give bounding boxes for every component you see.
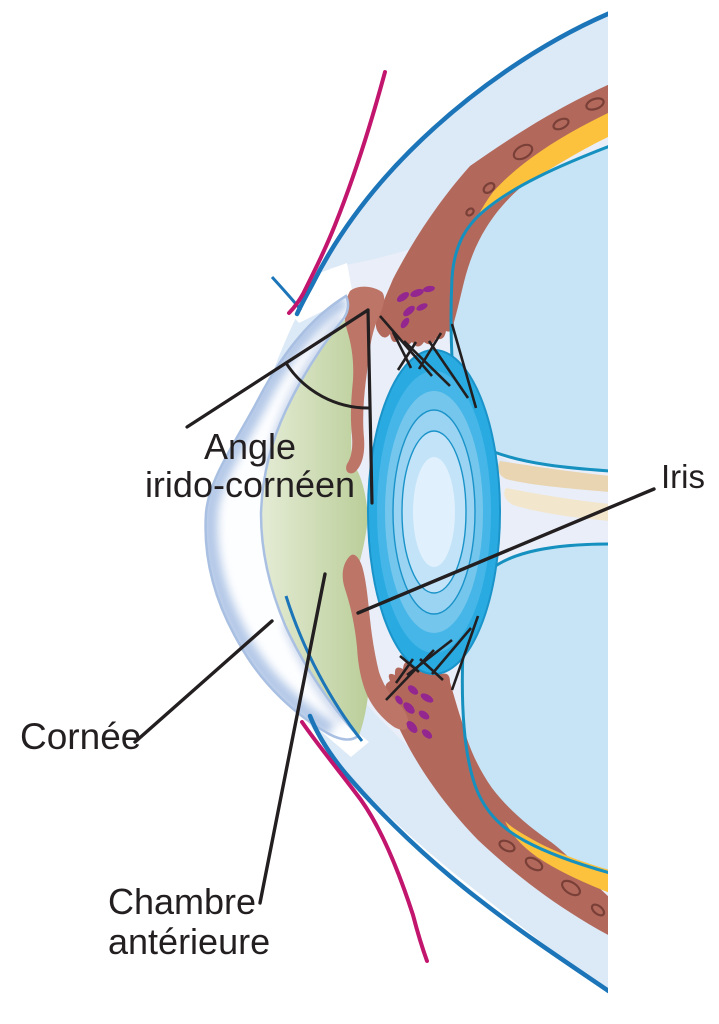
angle-label-line1: Angle	[203, 426, 297, 467]
conjunctiva-line-bottom	[300, 720, 429, 963]
ciliary-muscle-dot	[395, 695, 403, 705]
vitreous-upper-outline	[449, 145, 608, 473]
zonule-fiber-group	[379, 315, 480, 701]
zonule-fiber	[391, 331, 413, 369]
iris-upper-shape	[344, 286, 385, 474]
angle-irido-corneen-label: Angle irido-cornéen	[95, 426, 405, 506]
vitreous-lower-outline	[460, 542, 608, 874]
iris-label: Iris	[661, 458, 705, 495]
choroid-vessel	[560, 879, 582, 897]
choroid-vessel	[585, 97, 605, 111]
angle-arc	[284, 362, 371, 410]
clipped-diagram	[204, 11, 608, 994]
cornea-label: Cornée	[20, 716, 142, 757]
zonule-fiber	[431, 627, 472, 675]
cornea-leader-line	[133, 619, 274, 744]
ciliary-muscle-dot	[420, 693, 434, 703]
ciliary-muscle-dot	[421, 729, 433, 739]
choroid-vessel	[552, 117, 570, 131]
lens-shape	[367, 349, 501, 675]
choroid-vessel	[498, 839, 516, 853]
ciliary-muscle-dot	[406, 721, 418, 733]
anterior-chamber-label: Chambre antérieure	[108, 882, 270, 961]
chamber-label-line1: Chambre	[108, 881, 257, 922]
ciliary-muscle-dot	[403, 305, 415, 317]
ciliary-muscle-dot	[407, 685, 419, 695]
zonule-fiber	[419, 658, 444, 681]
zonule-fiber	[417, 332, 443, 370]
choroid-vessel	[590, 903, 606, 917]
zonule-fiber	[427, 340, 470, 399]
choroid-vessel	[512, 143, 534, 161]
conjunctiva-line-top	[287, 70, 387, 315]
ciliary-muscle-dot	[418, 710, 430, 720]
ciliary-muscle-dot-group	[395, 285, 435, 739]
hyaloid-tan-band-1	[498, 461, 608, 492]
scleral-lip-bottom-line	[284, 595, 364, 742]
vitreous-upper-shape	[451, 146, 608, 471]
cornea-outline	[204, 294, 360, 741]
ciliary-muscle-dot	[400, 317, 410, 329]
zonule-fiber	[385, 649, 435, 701]
ciliary-muscle-dot	[403, 702, 415, 714]
choroid-vessel	[524, 856, 544, 872]
choroid-vessel	[465, 207, 475, 217]
ciliary-muscle-dot	[423, 285, 435, 293]
sclera-outline-bottom	[307, 713, 608, 994]
limbus-wedge-top	[270, 263, 353, 323]
angle-ray-cornea	[185, 308, 370, 429]
zonule-fiber	[450, 323, 478, 409]
angle-ray-iris	[366, 308, 374, 505]
sclera-outline-top	[294, 11, 608, 317]
vitreous-lower-shape	[462, 544, 608, 873]
hyaloid-tan-band-2	[504, 488, 608, 521]
chamber-leader-line	[258, 572, 327, 905]
zonule-fiber	[379, 315, 433, 377]
zonule-fiber	[399, 655, 420, 673]
iris-lower-shape	[342, 554, 409, 730]
chamber-label-line2: antérieure	[108, 920, 271, 962]
ciliary-muscle-dot	[416, 303, 428, 311]
iris-leader-line	[356, 487, 656, 615]
lens-ring	[413, 457, 455, 567]
ciliary-muscle-dot	[410, 288, 424, 298]
zonule-fiber	[396, 341, 418, 371]
ciliary-muscle-dot	[396, 292, 410, 302]
choroid-vessel-group	[465, 97, 606, 917]
angle-label-line2: irido-cornéen	[144, 464, 356, 506]
choroid-vessel	[482, 182, 496, 194]
annotation-group	[133, 308, 656, 905]
yellow-layer-upper-shape	[478, 112, 608, 216]
zonule-fiber	[450, 615, 480, 691]
